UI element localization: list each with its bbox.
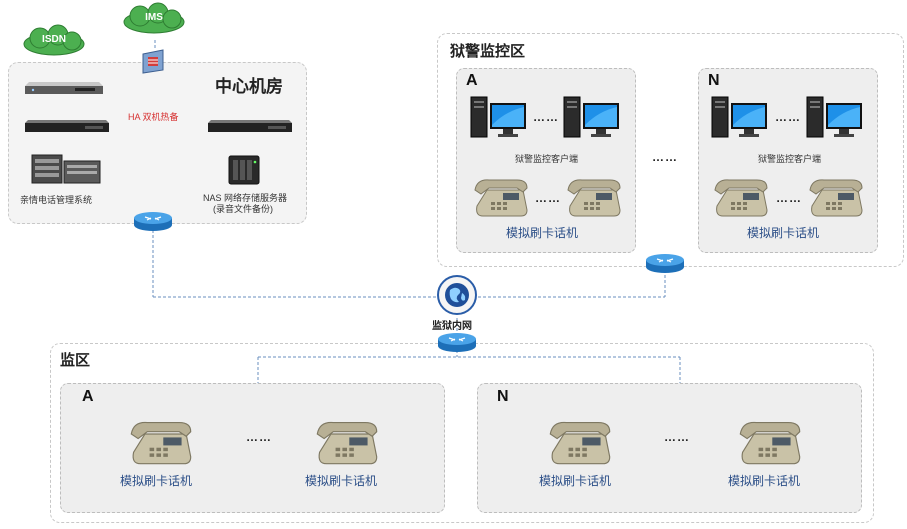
ha-hot-standby-label: HA 双机热备	[128, 112, 179, 122]
center-room-title: 中心机房	[215, 77, 283, 96]
firewall-icon	[142, 49, 164, 74]
center-router-icon	[134, 212, 172, 231]
prison-group-a-letter: A	[82, 388, 94, 405]
police-groups-ellipsis: ……	[652, 150, 678, 164]
family-phone-server-icon	[31, 154, 101, 184]
police-a-phone-label: 模拟刷卡话机	[506, 226, 579, 240]
police-n-phone-2-icon	[809, 179, 863, 217]
globe-network-icon	[437, 275, 477, 315]
police-n-phone-ellipsis: ……	[776, 191, 802, 205]
police-a-phone-2-icon	[567, 179, 621, 217]
police-a-phone-ellipsis: ……	[535, 191, 561, 205]
prison-n-phone-1-icon	[549, 421, 611, 465]
core-router-icon	[438, 333, 476, 352]
isdn-cloud-label: ISDN	[42, 34, 66, 45]
prison-a-phone-2-label: 模拟刷卡话机	[305, 474, 378, 488]
police-n-pc-ellipsis: ……	[775, 110, 801, 124]
nas-backup-label: (录音文件备份)	[213, 204, 273, 214]
police-area-title: 狱警监控区	[450, 43, 526, 60]
prison-n-phone-ellipsis: ……	[664, 430, 690, 444]
prison-a-phone-2-icon	[316, 421, 378, 465]
prison-group-n-letter: N	[497, 388, 509, 405]
prison-a-phone-ellipsis: ……	[246, 430, 272, 444]
police-a-client-label: 狱警监控客户端	[515, 154, 579, 164]
prison-group-a	[60, 383, 445, 513]
family-phone-system-label: 亲情电话管理系统	[20, 195, 93, 205]
police-group-n-letter: N	[708, 72, 720, 89]
server-left-icon	[25, 120, 109, 132]
police-group-a-letter: A	[466, 72, 478, 89]
police-n-phone-1-icon	[714, 179, 768, 217]
isdn-cloud-icon	[23, 24, 85, 56]
police-a-pc-2-icon	[563, 96, 619, 138]
police-n-client-label: 狱警监控客户端	[758, 154, 822, 164]
prison-n-phone-2-icon	[739, 421, 801, 465]
police-router-icon	[646, 254, 684, 273]
prison-a-phone-1-label: 模拟刷卡话机	[120, 474, 193, 488]
prison-intranet-label: 监狱内网	[432, 321, 472, 332]
ims-cloud-label: IMS	[145, 12, 163, 23]
nas-server-label: NAS 网络存储服务器	[203, 193, 288, 203]
police-a-pc-1-icon	[470, 96, 526, 138]
police-n-pc-2-icon	[806, 96, 862, 138]
police-n-phone-label: 模拟刷卡话机	[747, 226, 820, 240]
police-a-pc-ellipsis: ……	[533, 110, 559, 124]
prison-a-phone-1-icon	[130, 421, 192, 465]
gateway-device-icon	[25, 82, 103, 94]
ims-cloud-icon	[123, 2, 185, 34]
server-right-icon	[208, 120, 292, 132]
prison-n-phone-2-label: 模拟刷卡话机	[728, 474, 801, 488]
police-a-phone-1-icon	[474, 179, 528, 217]
police-n-pc-1-icon	[711, 96, 767, 138]
prison-n-phone-1-label: 模拟刷卡话机	[539, 474, 612, 488]
prison-group-n	[477, 383, 862, 513]
nas-storage-icon	[228, 155, 260, 185]
prison-area-title: 监区	[60, 352, 91, 369]
